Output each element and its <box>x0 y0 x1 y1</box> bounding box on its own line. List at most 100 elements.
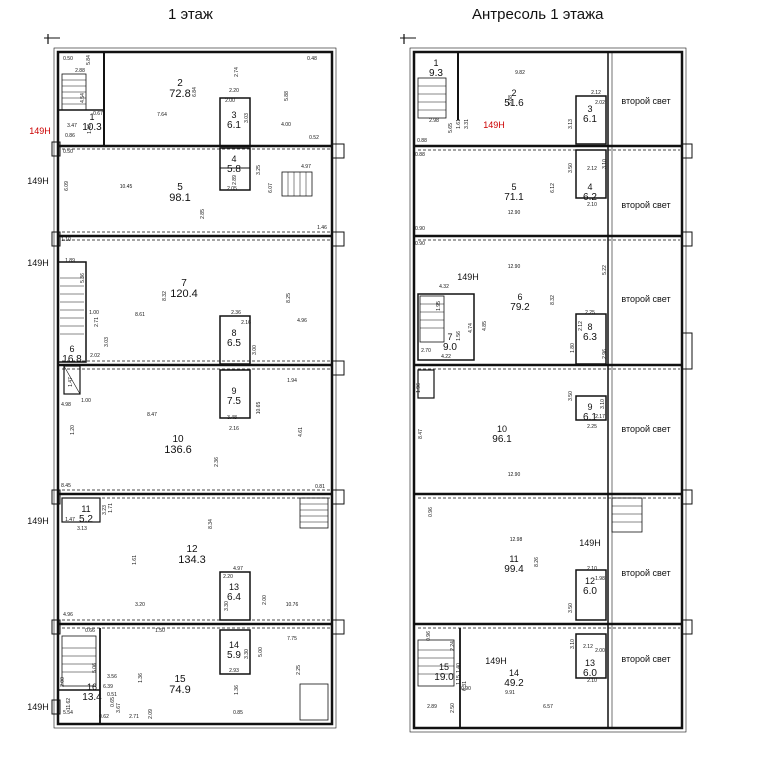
dimension-label: 2.36 <box>231 310 241 316</box>
dimension-label: 2.36 <box>214 457 220 467</box>
room-area: 6.5 <box>227 338 241 349</box>
dimension-label: 1.10 <box>61 237 71 243</box>
room-number: 15 <box>174 674 186 685</box>
dimension-label: 1.94 <box>287 378 297 384</box>
room-area: 7.5 <box>227 396 241 407</box>
dimension-label: 8.47 <box>418 429 424 439</box>
room-area: 6.4 <box>227 592 241 603</box>
dimension-label: 9.91 <box>505 690 515 696</box>
dimension-label: 12.90 <box>508 472 521 478</box>
unit-label-149h: 149Н <box>29 126 51 136</box>
dimension-label: 2.00 <box>225 98 235 104</box>
dimension-label: 3.31 <box>464 119 470 129</box>
room-number: 15 <box>439 662 449 672</box>
dimension-label: 7.64 <box>157 112 167 118</box>
dimension-label: 3.50 <box>568 163 574 173</box>
dimension-label: 12.98 <box>510 537 523 543</box>
dimension-label: 3.00 <box>252 345 258 355</box>
dimension-label: 4.97 <box>301 164 311 170</box>
room-area: 79.2 <box>510 302 530 313</box>
room-area: 6.0 <box>583 668 597 679</box>
dimension-label: 2.50 <box>450 703 456 713</box>
dimension-label: 1.61 <box>456 119 462 129</box>
dimension-label: 4.98 <box>61 402 71 408</box>
dimension-label: 4.85 <box>482 321 488 331</box>
dimension-label: 8.45 <box>61 483 71 489</box>
dimension-label: 0.88 <box>415 152 425 158</box>
room-number: 12 <box>585 576 595 586</box>
dimension-label: 5.65 <box>448 123 454 133</box>
dimension-label: 8.25 <box>286 293 292 303</box>
room-number: 8 <box>587 322 592 332</box>
dimension-label: 5.00 <box>258 647 264 657</box>
dimension-label: 3.23 <box>102 505 108 515</box>
dimension-label: 8.47 <box>147 412 157 418</box>
dimension-label: 2.98 <box>429 118 439 124</box>
dimension-label: 1.96 <box>416 383 422 393</box>
room-area: 49.2 <box>504 678 524 689</box>
dimension-label: 10.65 <box>256 402 262 415</box>
dimension-label: 4.00 <box>281 122 291 128</box>
dimension-label: 0.50 <box>63 149 73 155</box>
room-area: 99.4 <box>504 564 524 575</box>
dimension-label: 2.09 <box>148 709 154 719</box>
room-number: 13 <box>585 658 595 668</box>
dimension-label: 2.89 <box>232 175 238 185</box>
dimension-label: 0.67 <box>93 111 103 117</box>
dimension-label: 2.00 <box>262 595 268 605</box>
dimension-label: 11.62 <box>66 698 72 710</box>
room-number: 14 <box>509 668 519 678</box>
dimension-label: 0.52 <box>309 135 319 141</box>
room-number: 12 <box>186 544 198 555</box>
room-area: 136.6 <box>164 444 192 456</box>
room-number: 2 <box>177 78 183 89</box>
room-area: 74.9 <box>169 684 190 696</box>
unit-label-149h: 149Н <box>27 516 49 526</box>
floor1-title: 1 этаж <box>168 6 213 23</box>
dimension-label: 5.84 <box>86 55 92 65</box>
room-area: 6.1 <box>227 120 241 131</box>
dimension-label: 6.57 <box>543 704 553 710</box>
dimension-label: 0.65 <box>110 697 116 707</box>
room-area: 13.4 <box>82 692 102 703</box>
second-light-label: второй свет <box>621 568 670 578</box>
room-area: 6.3 <box>583 332 597 343</box>
unit-label-149h: 149Н <box>485 656 507 666</box>
dimension-label: 2.12 <box>583 644 593 650</box>
mezzanine-title: Антресоль 1 этажа <box>472 6 604 23</box>
dimension-label: 2.74 <box>234 67 240 77</box>
dimension-label: 3.03 <box>104 337 110 347</box>
dimension-label: 1.36 <box>234 685 240 695</box>
dimension-label: 6.31 <box>462 681 468 691</box>
dimension-label: 1.95 <box>436 301 442 311</box>
dimension-label: 2.12 <box>591 90 601 96</box>
room-number: 1 <box>433 58 438 68</box>
room-number: 7 <box>447 332 452 342</box>
room-number: 7 <box>181 278 187 289</box>
room-area: 98.1 <box>169 192 190 204</box>
dimension-label: 2.05 <box>227 186 237 192</box>
dimension-label: 6.12 <box>550 183 556 193</box>
dimension-label: 0.88 <box>417 138 427 144</box>
dimension-label: 6.09 <box>64 181 70 191</box>
dimension-label: 8.26 <box>534 557 540 567</box>
dimension-label: 3.10 <box>602 159 608 169</box>
floor1-walls <box>44 34 345 729</box>
dimension-label: 0.96 <box>428 507 434 517</box>
dimension-label: 4.96 <box>63 612 73 618</box>
room-number: 6 <box>517 292 522 302</box>
dimension-label: 1.00 <box>89 310 99 316</box>
room-number: 1 <box>89 112 94 122</box>
dimension-label: 2.02 <box>90 353 100 359</box>
dimension-label: 2.20 <box>229 88 239 94</box>
room-number: 9 <box>587 402 592 412</box>
dimension-label: 7.75 <box>287 636 297 642</box>
unit-label-149h: 149Н <box>27 702 49 712</box>
dimension-label: 2.00 <box>60 677 66 687</box>
dimension-label: 1.46 <box>317 225 327 231</box>
dimension-label: 2.25 <box>296 665 302 675</box>
dimension-label: 3.10 <box>570 639 576 649</box>
dimension-label: 0.62 <box>99 714 109 720</box>
